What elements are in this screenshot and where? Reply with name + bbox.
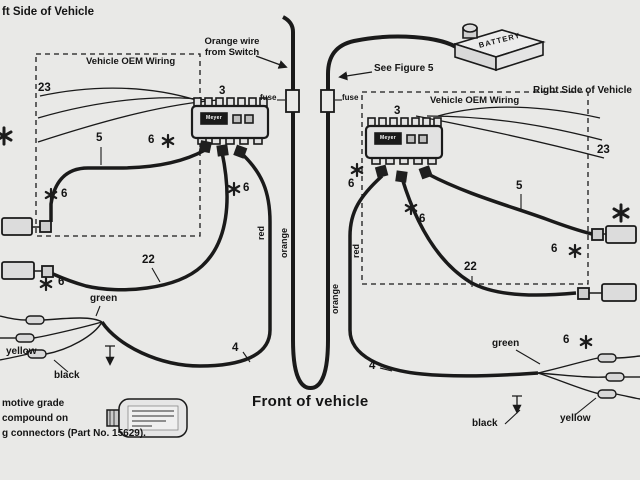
harness-left — [49, 148, 272, 368]
callout-6-r4: 6 — [563, 334, 570, 346]
oem-box-left — [35, 53, 201, 237]
module-left — [190, 97, 270, 145]
module-right-pins — [374, 164, 433, 183]
compound-tube — [106, 398, 188, 438]
callout-6-r1: 6 — [348, 178, 355, 190]
right-side-label: Right Side of Vehicle — [533, 85, 632, 96]
harness-right — [348, 172, 593, 378]
compound-note-line3: g connectors (Part No. 15629). — [2, 428, 146, 439]
bullet-connectors-left — [0, 315, 103, 361]
arrow-icons — [105, 55, 522, 412]
module-brand-left: Meyer — [206, 115, 222, 121]
callout-3-right: 3 — [394, 105, 401, 117]
compound-note-line2: compound on — [2, 413, 69, 424]
fuse-label-left: fuse — [260, 93, 277, 102]
front-of-vehicle-label: Front of vehicle — [252, 393, 369, 410]
callout-22-right: 22 — [464, 261, 477, 273]
callout-6-l3: 6 — [61, 188, 68, 200]
callout-4-left: 4 — [232, 342, 239, 354]
callout-23-right: 23 — [597, 144, 610, 156]
wire-label-black-right: black — [472, 418, 498, 429]
orange-switch-note-line2: from Switch — [204, 47, 260, 58]
see-figure-note: See Figure 5 — [374, 63, 434, 74]
callout-3-left: 3 — [219, 85, 226, 97]
fuse-label-right: fuse — [342, 93, 359, 102]
battery-graphic — [452, 23, 546, 72]
wire-label-orange-left: orange — [279, 227, 289, 258]
edge-connectors-left — [1, 217, 54, 280]
wire-label-red-left: red — [256, 225, 266, 240]
module-left-pins — [198, 140, 248, 159]
star-icons — [0, 126, 630, 350]
callout-5-right: 5 — [516, 180, 523, 192]
callout-6-l1: 6 — [148, 134, 155, 146]
wire-label-red-right: red — [351, 243, 361, 258]
wire-label-yellow-left: yellow — [6, 346, 37, 357]
fuse-holders — [285, 89, 335, 113]
callout-4-right: 4 — [369, 360, 376, 372]
wire-label-green-right: green — [492, 338, 520, 349]
callout-5-left: 5 — [96, 132, 103, 144]
bullet-connectors-right — [537, 353, 640, 400]
wire-label-green-left: green — [90, 293, 118, 304]
wire-label-yellow-right: yellow — [560, 413, 591, 424]
callout-6-l2: 6 — [243, 182, 250, 194]
oem-left-label: Vehicle OEM Wiring — [86, 56, 176, 67]
callout-6-r2: 6 — [419, 213, 426, 225]
compound-note-line1: motive grade — [2, 398, 65, 409]
oem-right-label: Vehicle OEM Wiring — [430, 95, 520, 106]
edge-connectors-right — [577, 225, 637, 302]
wire-label-black-left: black — [54, 370, 80, 381]
callout-6-l4: 6 — [58, 276, 65, 288]
callout-23-left: 23 — [38, 82, 51, 94]
module-right — [364, 117, 444, 165]
module-brand-right: Meyer — [380, 135, 396, 141]
left-side-label: ft Side of Vehicle — [2, 6, 95, 18]
orange-switch-note-line1: Orange wire — [204, 36, 260, 47]
callout-6-r3: 6 — [551, 243, 558, 255]
callout-22-left: 22 — [142, 254, 155, 266]
leader-lines — [25, 99, 597, 425]
harness-center — [282, 15, 461, 391]
wire-label-orange-right: orange — [330, 283, 340, 314]
